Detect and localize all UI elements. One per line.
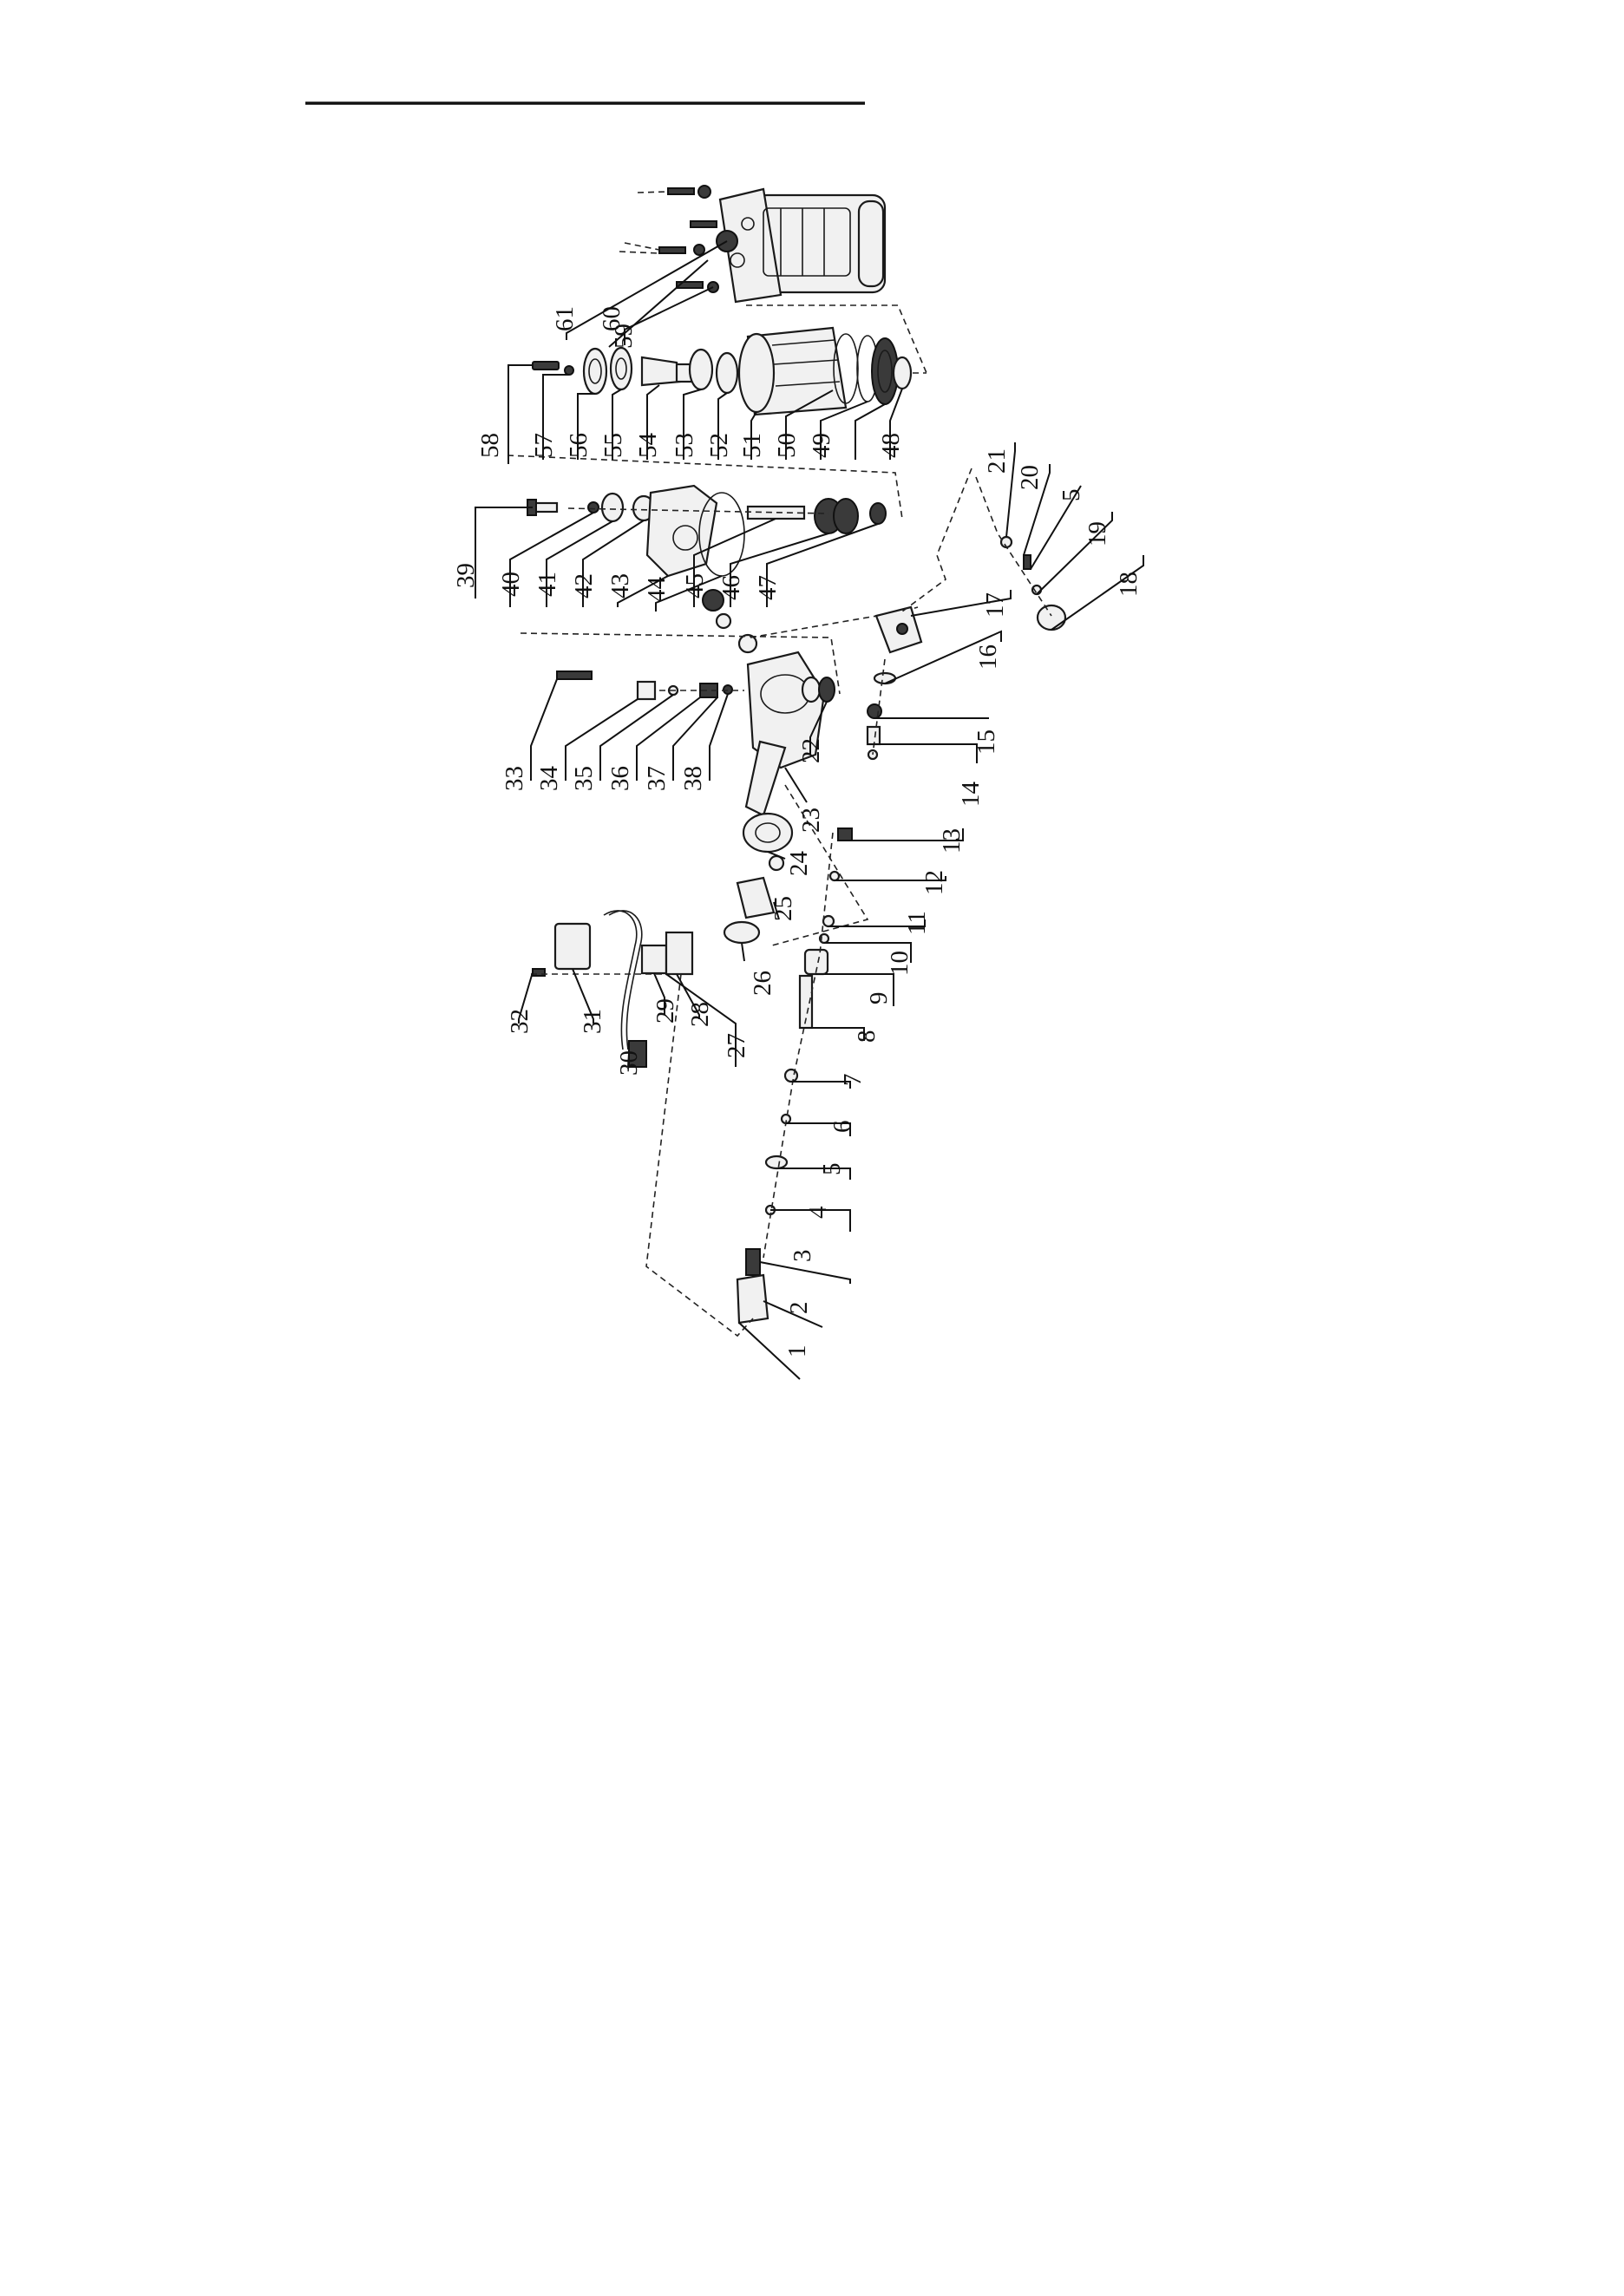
callout-52: 52: [705, 433, 733, 458]
callout-labels: 61 60 59 58 57 56 55 54 53 52 51 50 49 4…: [452, 306, 1143, 1357]
callout-49: 49: [808, 433, 835, 458]
callout-55: 55: [599, 433, 627, 458]
callout-20: 20: [1016, 465, 1044, 490]
callout-2: 2: [785, 1302, 813, 1315]
callout-30: 30: [615, 1050, 643, 1076]
callout-19: 19: [1084, 521, 1111, 546]
callout-14: 14: [957, 782, 985, 808]
callout-4: 4: [804, 1206, 832, 1219]
callout-38: 38: [679, 766, 707, 791]
callout-11: 11: [903, 911, 931, 935]
callout-57: 57: [530, 433, 558, 458]
callout-3: 3: [789, 1250, 816, 1263]
piston-row: [527, 486, 886, 576]
callout-53: 53: [671, 433, 698, 458]
callout-10: 10: [886, 951, 914, 976]
callout-26: 26: [749, 971, 776, 996]
callout-33: 33: [501, 766, 528, 791]
callout-32: 32: [506, 1009, 534, 1034]
callout-9: 9: [865, 992, 893, 1005]
callout-6: 6: [828, 1121, 856, 1134]
callout-29: 29: [652, 998, 679, 1024]
wobble-plate-bearing: [872, 338, 911, 404]
callout-61: 61: [551, 306, 579, 331]
callout-50: 50: [773, 433, 801, 458]
callout-43: 43: [606, 573, 634, 599]
callout-21: 21: [983, 448, 1011, 474]
callout-51: 51: [738, 433, 766, 458]
pressure-switch-assembly: [533, 911, 692, 1067]
callout-34: 34: [535, 766, 563, 792]
callout-24: 24: [785, 851, 813, 877]
callout-36: 36: [606, 766, 634, 791]
callout-56: 56: [565, 433, 593, 458]
callout-18: 18: [1115, 572, 1143, 597]
valve-screws-row: [557, 671, 732, 699]
crank-components: [533, 348, 737, 394]
callout-35: 35: [570, 766, 598, 791]
callout-47: 47: [754, 575, 782, 600]
callout-15: 15: [972, 729, 1000, 755]
callout-41: 41: [534, 572, 561, 597]
callout-39: 39: [452, 563, 480, 588]
callout-5b: 5: [1058, 489, 1085, 502]
callout-28: 28: [686, 1002, 714, 1027]
callout-8: 8: [853, 1030, 881, 1043]
callout-54: 54: [634, 433, 662, 459]
callout-44: 44: [643, 577, 671, 603]
callout-22: 22: [797, 738, 825, 763]
callout-5: 5: [818, 1163, 846, 1176]
callout-7: 7: [839, 1074, 867, 1087]
callout-37: 37: [643, 766, 671, 791]
callout-42: 42: [570, 573, 598, 599]
callout-12: 12: [920, 870, 948, 895]
callout-1: 1: [783, 1345, 811, 1358]
callout-45: 45: [681, 573, 709, 599]
callout-59: 59: [610, 324, 638, 349]
motor-assembly: [717, 189, 885, 302]
callout-25: 25: [769, 896, 797, 921]
callout-27: 27: [723, 1033, 750, 1058]
callout-16: 16: [974, 644, 1002, 670]
callout-31: 31: [579, 1009, 606, 1034]
callout-17: 17: [981, 592, 1009, 618]
unloader-assembly: [724, 814, 792, 943]
callout-48: 48: [877, 433, 905, 458]
callout-40: 40: [497, 572, 525, 597]
callout-23: 23: [797, 808, 825, 833]
pump-housing: [739, 328, 878, 415]
callout-58: 58: [476, 433, 504, 458]
pump-body: [703, 590, 835, 815]
callout-13: 13: [938, 828, 966, 854]
callout-46: 46: [717, 575, 745, 600]
